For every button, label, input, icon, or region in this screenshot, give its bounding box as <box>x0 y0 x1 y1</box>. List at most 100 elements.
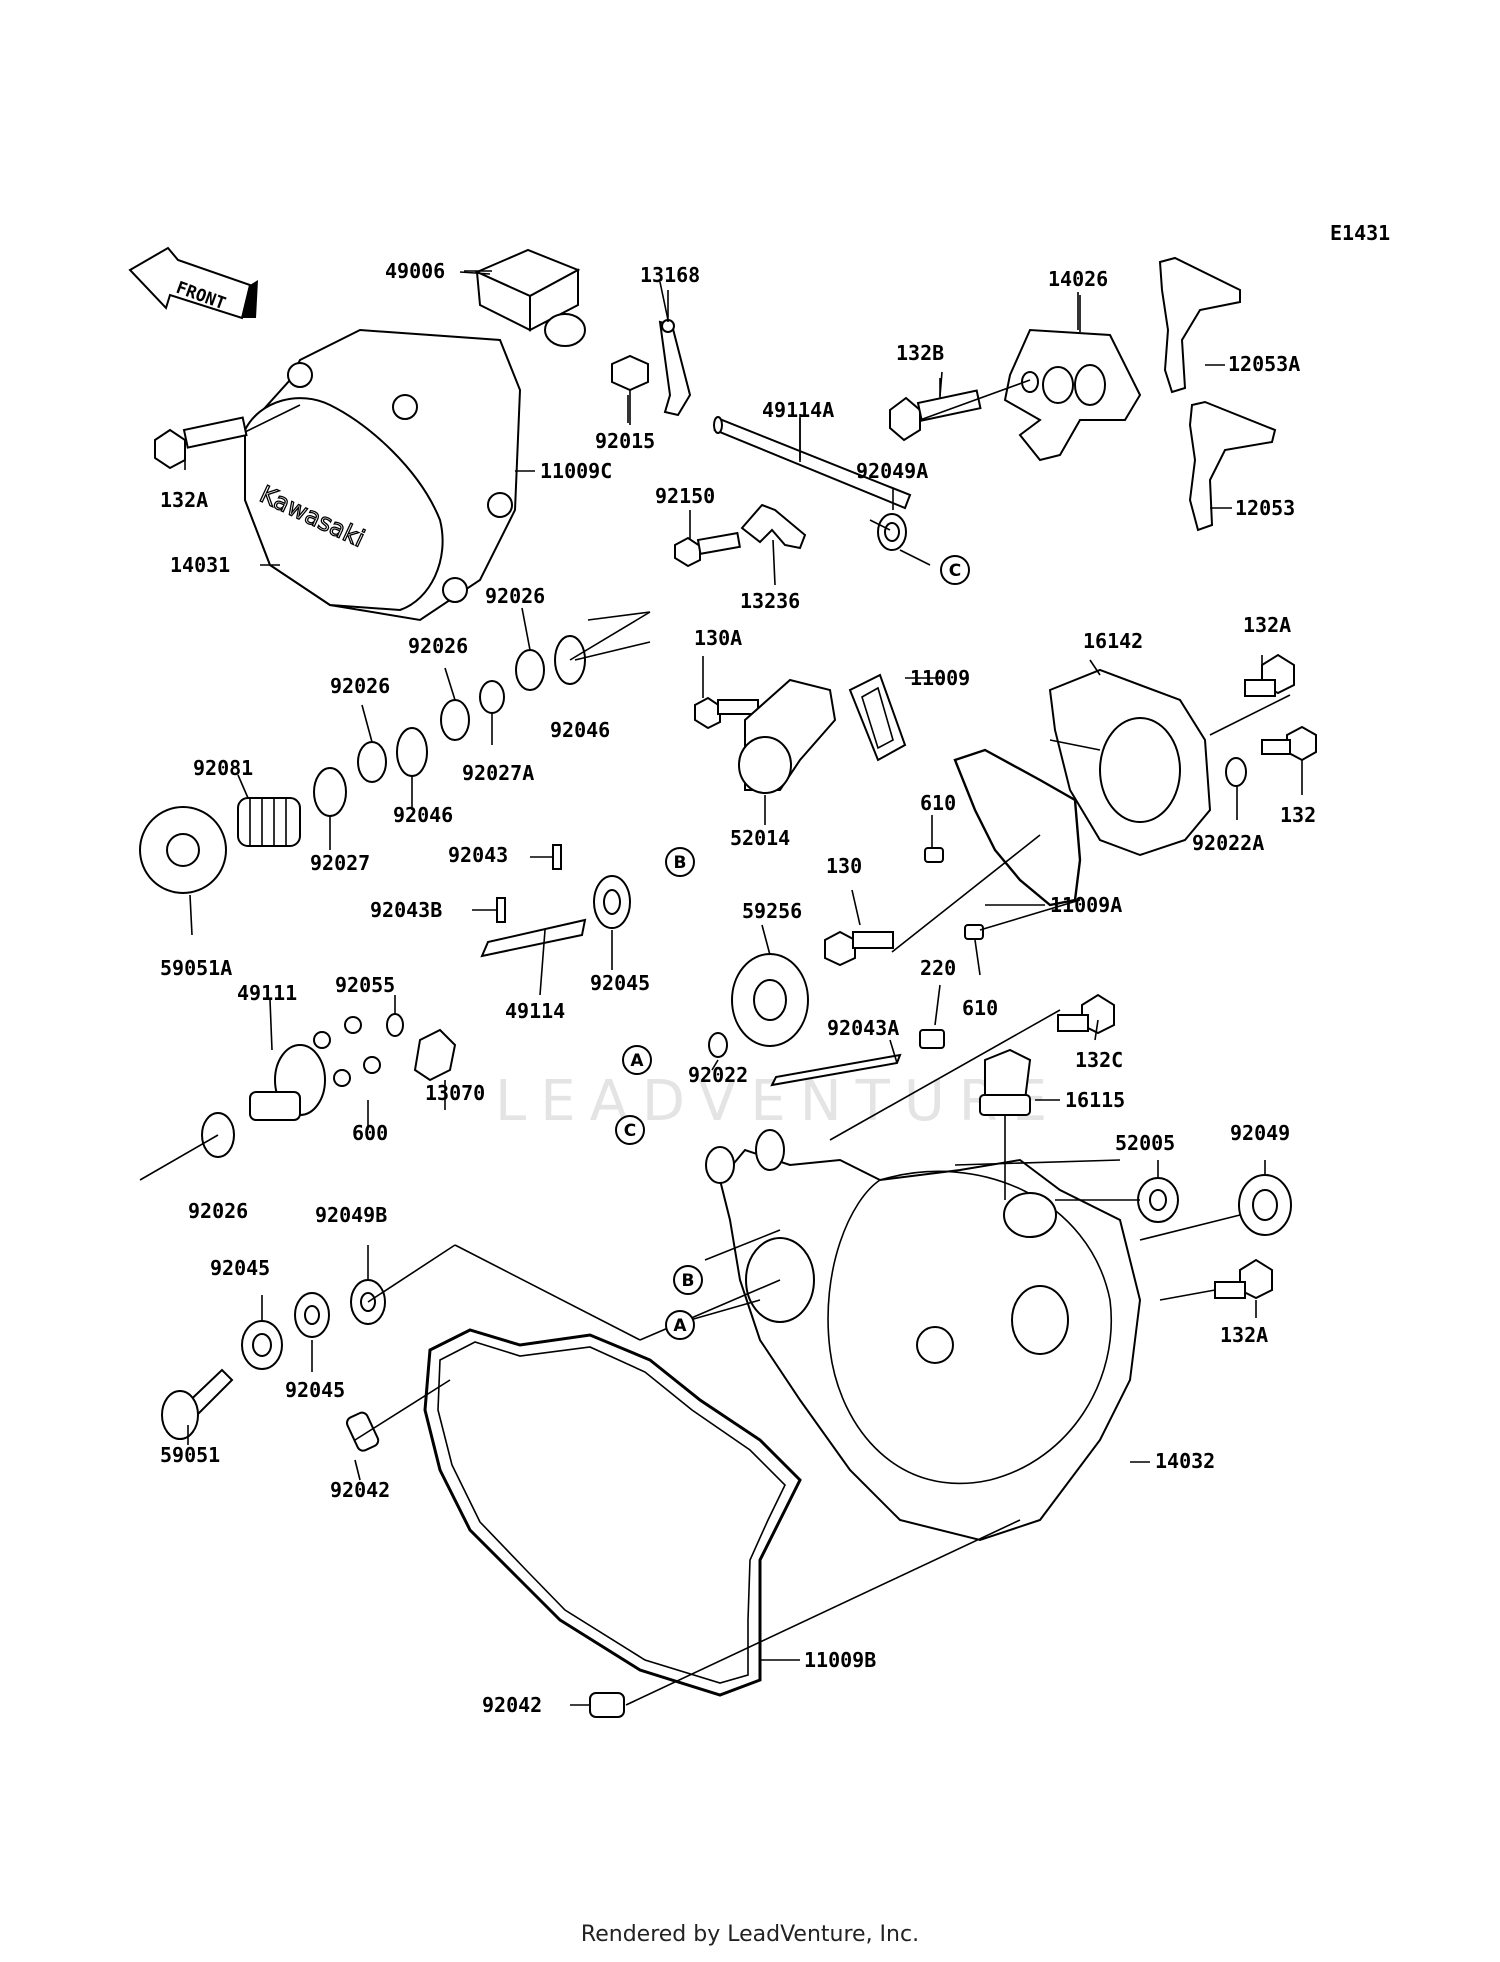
part-11009B-inner-edge <box>437 1341 786 1684</box>
part-label: 92049B <box>315 1203 387 1227</box>
part-label: 610 <box>920 791 956 815</box>
part-92043-drawing <box>552 844 562 870</box>
part-label: 92081 <box>193 756 253 780</box>
part-12053A-drawing <box>1158 256 1241 394</box>
part-610-lower-drawing <box>964 924 984 940</box>
part-label: 13236 <box>740 589 800 613</box>
part-600-balls <box>313 1016 381 1087</box>
part-92042-lower-drawing <box>589 1692 625 1718</box>
part-label: 92015 <box>595 429 655 453</box>
callout-A-case-label: A <box>673 1316 687 1336</box>
part-label: 11009B <box>804 1648 876 1672</box>
part-label: 130 <box>826 854 862 878</box>
part-16115-drawing <box>979 1048 1032 1116</box>
part-92027-drawing <box>313 767 347 817</box>
part-92055-drawing <box>386 1013 404 1037</box>
part-52005-drawing <box>1137 1177 1179 1223</box>
callout-A-top: A <box>622 1045 652 1075</box>
part-label: 11009A <box>1050 893 1122 917</box>
part-labels: 49006 13168 14026 12053A 132B 92015 4911… <box>160 259 1316 1717</box>
part-14031-drawing: Kawasaki <box>244 328 522 622</box>
part-49111-drawing <box>249 1044 326 1121</box>
part-label: 92042 <box>482 1693 542 1717</box>
part-label: 13168 <box>640 263 700 287</box>
part-92045-top-drawing <box>593 875 631 929</box>
part-label: 92027A <box>462 761 534 785</box>
part-label: 132C <box>1075 1048 1123 1072</box>
part-11009-drawing <box>848 673 907 762</box>
callout-B-case-label: B <box>682 1271 695 1291</box>
part-92015-drawing <box>611 354 649 392</box>
part-label: 92026 <box>485 584 545 608</box>
part-132B-drawing <box>889 378 982 442</box>
part-label: 92043A <box>827 1016 899 1040</box>
part-label: 49111 <box>237 981 297 1005</box>
part-label: 132B <box>896 341 944 365</box>
part-92027A-drawing <box>479 680 505 714</box>
part-92043B-drawing <box>496 897 506 923</box>
part-92026-washer-1 <box>357 741 387 783</box>
part-label: 92046 <box>550 718 610 742</box>
diagram-code: E1431 <box>1330 221 1390 245</box>
part-11009A-drawing <box>953 748 1082 907</box>
part-label: 92049 <box>1230 1121 1290 1145</box>
part-92049-drawing <box>1238 1174 1292 1236</box>
part-92022-drawing <box>708 1032 728 1058</box>
part-59051-drawing <box>161 1368 234 1440</box>
part-label: 132 <box>1280 803 1316 827</box>
part-label: 16142 <box>1083 629 1143 653</box>
part-12053-drawing <box>1188 400 1277 532</box>
part-label: 16115 <box>1065 1088 1125 1112</box>
part-13168-drawing <box>658 290 692 417</box>
part-label: 132A <box>1243 613 1291 637</box>
part-132C-drawing <box>1057 993 1115 1035</box>
part-label: 92026 <box>330 674 390 698</box>
part-130-drawing <box>824 930 894 967</box>
part-label: 130A <box>694 626 742 650</box>
part-49006-drawing <box>459 248 586 347</box>
part-92046-bearing-1 <box>396 727 428 777</box>
part-label: 49006 <box>385 259 445 283</box>
part-59051A-drawing <box>139 806 227 894</box>
part-label: 610 <box>962 996 998 1020</box>
part-label: 92022 <box>688 1063 748 1087</box>
part-label: 92027 <box>310 851 370 875</box>
callout-B-top: B <box>665 847 695 877</box>
part-label: 92045 <box>285 1378 345 1402</box>
part-label: 220 <box>920 956 956 980</box>
part-label: 59256 <box>742 899 802 923</box>
part-130A-drawing <box>694 696 759 730</box>
part-label: 11009C <box>540 459 612 483</box>
part-92022A-drawing <box>1225 757 1247 787</box>
part-92026-washer-3 <box>515 649 545 691</box>
part-label: 92042 <box>330 1478 390 1502</box>
part-13236-drawing <box>740 503 807 550</box>
part-59256-drawing <box>731 953 809 1047</box>
callout-B-case: B <box>673 1265 703 1295</box>
part-label: 92055 <box>335 973 395 997</box>
part-49114-drawing <box>480 918 587 958</box>
watermark-text: LEADVENTURE <box>495 1069 1061 1134</box>
part-label: 92150 <box>655 484 715 508</box>
part-14032-drawing <box>705 1129 1142 1542</box>
part-label: 92046 <box>393 803 453 827</box>
part-92081-drawing <box>237 797 301 847</box>
part-label: 14031 <box>170 553 230 577</box>
part-label: 92022A <box>1192 831 1264 855</box>
part-label: 13070 <box>425 1081 485 1105</box>
part-label: 92045 <box>210 1256 270 1280</box>
part-92043A-drawing <box>770 1053 902 1087</box>
part-label: 92049A <box>856 459 928 483</box>
callout-C-case: C <box>615 1115 645 1145</box>
part-label: 49114A <box>762 398 834 422</box>
part-11009B-drawing <box>423 1328 802 1697</box>
part-132A-lower-right-drawing <box>1214 1258 1273 1300</box>
callout-A-top-label: A <box>630 1051 644 1071</box>
callout-C-top-label: C <box>949 561 961 581</box>
callout-C-case-label: C <box>624 1121 636 1141</box>
part-92045-lower-1-drawing <box>241 1320 283 1370</box>
part-label: 92043B <box>370 898 442 922</box>
part-52014-drawing <box>738 678 837 794</box>
part-label: 12053A <box>1228 352 1300 376</box>
